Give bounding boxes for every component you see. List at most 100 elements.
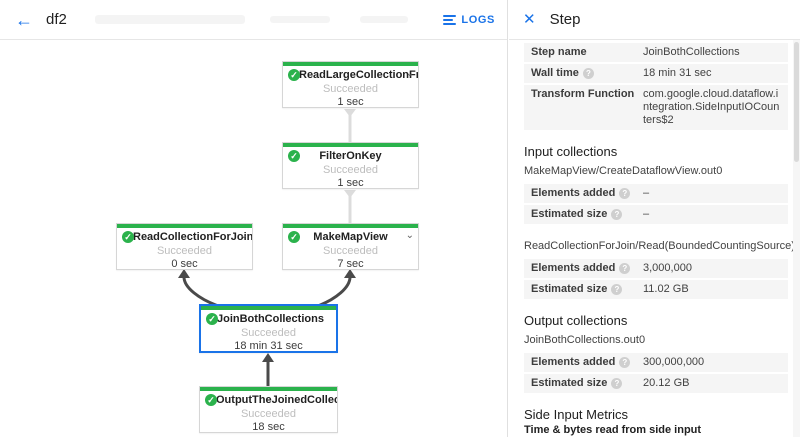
- panel-title: Step: [549, 11, 581, 28]
- help-icon[interactable]: ?: [611, 209, 623, 220]
- row-value: 20.12 GB: [643, 377, 690, 389]
- step-status: Succeeded: [322, 245, 379, 257]
- success-check-icon: ✓: [206, 313, 218, 325]
- help-icon[interactable]: ?: [619, 188, 631, 199]
- step-node-outputthejoined[interactable]: ✓OutputTheJoinedCollec... Succeeded 18 s…: [199, 386, 338, 433]
- step-node-makemapview[interactable]: ✓ MakeMapView ⌄ Succeeded 7 sec: [282, 223, 419, 270]
- metric-row: Elements added? –: [524, 184, 788, 203]
- step-name: MakeMapView: [313, 231, 388, 243]
- collection-name: JoinBothCollections.out0: [524, 334, 646, 346]
- summary-row: Step name JoinBothCollections: [524, 43, 788, 62]
- step-node-readlargecollection[interactable]: ✓ReadLargeCollectionFr...⌄ Succeeded 1 s…: [282, 61, 419, 108]
- edge-arrow: [178, 269, 190, 278]
- step-status: Succeeded: [156, 245, 213, 257]
- metric-row: Estimated size? 11.02 GB: [524, 280, 788, 299]
- status-bar-success: [200, 387, 337, 391]
- help-icon[interactable]: ?: [611, 284, 623, 295]
- status-bar-success: [117, 224, 252, 228]
- row-value: 3,000,000: [643, 262, 692, 274]
- row-label: Elements added?: [531, 356, 643, 369]
- section-heading-side-input-metrics: Side Input Metrics: [524, 407, 629, 422]
- step-status: Succeeded: [322, 83, 379, 95]
- success-check-icon: ✓: [288, 231, 300, 243]
- edge-arrow: [344, 109, 356, 117]
- blurred-text: [360, 16, 408, 23]
- step-status: Succeeded: [240, 327, 297, 339]
- step-details-panel: ✕ Step Step name JoinBothCollections Wal…: [509, 0, 800, 437]
- step-name: ReadCollectionForJoin: [133, 231, 252, 243]
- section-heading-output-collections: Output collections: [524, 313, 628, 328]
- row-value: JoinBothCollections: [643, 46, 740, 58]
- metric-row: Estimated size? –: [524, 205, 788, 224]
- status-bar-success: [283, 224, 418, 228]
- side-input-subheading: Time & bytes read from side input: [524, 424, 702, 436]
- logs-label: LOGS: [461, 13, 495, 26]
- success-check-icon: ✓: [122, 231, 134, 243]
- row-value: com.google.cloud.dataflow.integration.Si…: [643, 88, 780, 126]
- step-node-filteronkey[interactable]: ✓ FilterOnKey Succeeded 1 sec: [282, 142, 419, 189]
- row-label: Elements added?: [531, 187, 643, 200]
- step-time: 0 sec: [171, 258, 198, 270]
- graph-edges: [178, 109, 356, 386]
- edge-arrow: [344, 269, 356, 278]
- metric-row: Estimated size? 20.12 GB: [524, 374, 788, 393]
- blurred-text: [270, 16, 330, 23]
- summary-row: Wall time? 18 min 31 sec: [524, 64, 788, 83]
- edge-arrow: [344, 190, 356, 198]
- step-time: 7 sec: [337, 258, 364, 270]
- step-name: OutputTheJoinedCollec...: [216, 394, 337, 406]
- step-node-joinbothcollections-selected[interactable]: ✓JoinBothCollections Succeeded 18 min 31…: [199, 304, 338, 353]
- row-label: Estimated size?: [531, 208, 643, 221]
- step-name: JoinBothCollections: [217, 313, 324, 325]
- logs-button[interactable]: LOGS: [443, 13, 495, 27]
- panel-scrollbar[interactable]: [793, 40, 800, 437]
- row-value: –: [643, 187, 650, 199]
- chevron-down-icon[interactable]: ⌄: [405, 230, 414, 241]
- status-bar-success: [283, 62, 418, 66]
- collection-name: MakeMapView/CreateDataflowView.out0: [524, 165, 723, 177]
- step-panel-body: Step name JoinBothCollections Wall time?…: [509, 40, 800, 437]
- step-time: 1 sec: [337, 96, 364, 108]
- chevron-down-icon[interactable]: ⌄: [405, 68, 414, 79]
- success-check-icon: ✓: [205, 394, 217, 406]
- step-name: ReadLargeCollectionFr...: [299, 69, 418, 81]
- step-status: Succeeded: [240, 408, 297, 420]
- row-label: Estimated size?: [531, 377, 643, 390]
- chevron-down-icon[interactable]: ⌄: [239, 230, 248, 241]
- row-label: Wall time?: [531, 67, 643, 80]
- help-icon[interactable]: ?: [619, 357, 631, 368]
- row-value: –: [643, 208, 650, 220]
- metric-row: Elements added? 3,000,000: [524, 259, 788, 278]
- row-value: 18 min 31 sec: [643, 67, 712, 79]
- row-label: Transform Function: [531, 88, 635, 100]
- help-icon[interactable]: ?: [619, 263, 631, 274]
- row-value: 300,000,000: [643, 356, 705, 368]
- row-label: Estimated size?: [531, 283, 643, 296]
- summary-row: Transform Function com.google.cloud.data…: [524, 85, 788, 130]
- close-icon[interactable]: ✕: [523, 11, 536, 28]
- edge-arrow: [262, 353, 274, 362]
- status-bar-success: [201, 306, 336, 310]
- help-icon[interactable]: ?: [582, 68, 594, 79]
- job-title: df2: [46, 11, 67, 28]
- metric-row: Elements added? 300,000,000: [524, 353, 788, 372]
- job-graph-panel: ← df2 LOGS: [0, 0, 508, 437]
- row-value: 11.02 GB: [643, 283, 689, 295]
- graph-canvas[interactable]: ✓ReadLargeCollectionFr...⌄ Succeeded 1 s…: [0, 40, 507, 437]
- logs-icon: [443, 13, 457, 27]
- success-check-icon: ✓: [288, 69, 300, 81]
- collection-name: ReadCollectionForJoin/Read(BoundedCounti…: [524, 240, 800, 252]
- step-time: 1 sec: [337, 177, 364, 189]
- section-heading-input-collections: Input collections: [524, 144, 618, 159]
- step-node-readcollectionforjoin[interactable]: ✓ReadCollectionForJoin⌄ Succeeded 0 sec: [116, 223, 253, 270]
- back-button[interactable]: ←: [12, 8, 36, 32]
- step-time: 18 sec: [252, 421, 285, 433]
- blurred-text: [95, 15, 245, 24]
- step-name: FilterOnKey: [319, 150, 382, 162]
- scrollbar-thumb[interactable]: [794, 42, 799, 162]
- step-status: Succeeded: [322, 164, 379, 176]
- job-toolbar: ← df2 LOGS: [0, 0, 507, 40]
- success-check-icon: ✓: [288, 150, 300, 162]
- help-icon[interactable]: ?: [611, 378, 623, 389]
